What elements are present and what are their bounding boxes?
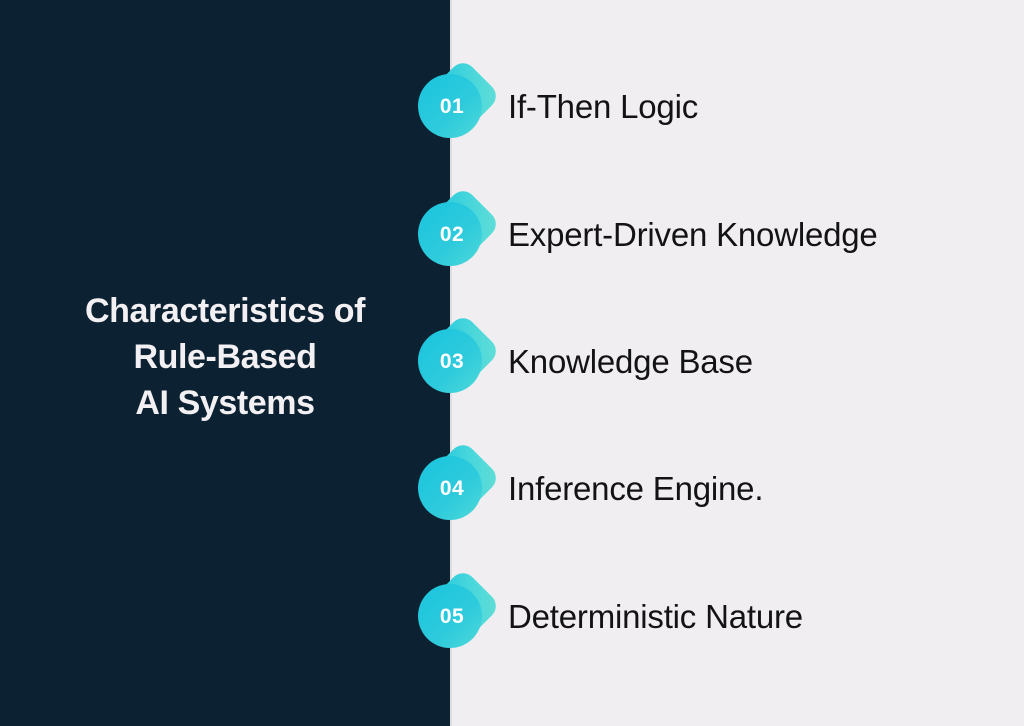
list-item-label: Deterministic Nature xyxy=(508,598,803,635)
badge-disc-shape xyxy=(418,329,482,393)
page-title-line-1: Characteristics of xyxy=(84,292,366,330)
list-item[interactable]: 02 Expert-Driven Knowledge xyxy=(0,185,1024,281)
list-item[interactable]: 04 Inference Engine. xyxy=(0,439,1024,535)
badge-disc-shape xyxy=(418,584,482,648)
right-content-panel xyxy=(450,0,1024,726)
page-title-line-3: AI Systems xyxy=(135,384,315,422)
badge-disc-shape xyxy=(418,202,482,266)
badge-number: 03 xyxy=(439,350,465,373)
page-title: Characteristics of Rule-Based AI Systems xyxy=(0,288,450,426)
number-badge-icon: 02 xyxy=(412,185,504,281)
list-item-label: If-Then Logic xyxy=(508,88,699,125)
list-item-label: Knowledge Base xyxy=(508,343,753,380)
badge-number: 05 xyxy=(439,605,465,628)
badge-disc-shape xyxy=(418,74,482,138)
badge-number: 01 xyxy=(439,95,465,118)
list-item-label: Inference Engine. xyxy=(508,470,764,507)
list-item[interactable]: 01 If-Then Logic xyxy=(0,57,1024,153)
number-badge-icon: 04 xyxy=(412,439,504,535)
badge-number: 04 xyxy=(439,477,465,500)
list-item[interactable]: 03 Knowledge Base xyxy=(0,312,1024,408)
number-badge-icon: 05 xyxy=(412,567,504,663)
badge-number: 02 xyxy=(439,223,465,246)
left-title-panel xyxy=(0,0,450,726)
list-item[interactable]: 05 Deterministic Nature xyxy=(0,567,1024,663)
list-item-label: Expert-Driven Knowledge xyxy=(508,216,878,253)
badge-disc-shape xyxy=(418,456,482,520)
number-badge-icon: 03 xyxy=(412,312,504,408)
number-badge-icon: 01 xyxy=(412,57,504,153)
page-title-line-2: Rule-Based xyxy=(133,338,317,376)
